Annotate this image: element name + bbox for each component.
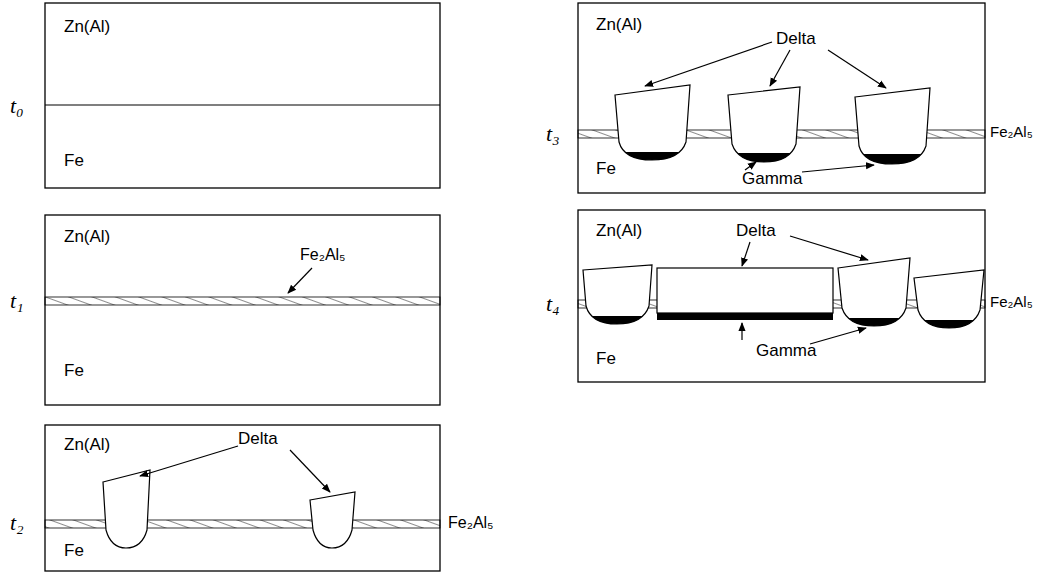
phase-label: Zn(Al) — [64, 18, 110, 37]
phase-label: Fe — [596, 160, 616, 179]
time-label: t₀ — [10, 94, 24, 118]
phase-label: Delta — [736, 222, 776, 241]
phase-label: Fe — [64, 362, 84, 381]
phase-label: Delta — [238, 430, 278, 449]
phase-label: Fe₂Al₅ — [448, 514, 494, 532]
phase-label: Fe₂Al₅ — [300, 246, 346, 264]
phase-label: Fe₂Al₅ — [990, 294, 1033, 311]
phase-label: Fe — [64, 542, 84, 561]
panel-frame — [45, 3, 985, 571]
phase-label: Fe₂Al₅ — [990, 124, 1033, 141]
time-label: t₁ — [10, 289, 24, 313]
phase-label: Gamma — [742, 170, 802, 189]
phase-label: Gamma — [756, 342, 816, 361]
time-label: t₄ — [546, 292, 560, 316]
phase-label: Fe — [64, 152, 84, 171]
interface-line — [45, 104, 440, 105]
delta-crystal — [600, 85, 940, 174]
phase-label: Zn(Al) — [64, 436, 110, 455]
time-label: t₂ — [10, 511, 24, 535]
delta-crystal — [580, 258, 990, 340]
phase-label: Fe — [596, 350, 616, 369]
phase-label: Delta — [776, 30, 816, 49]
phase-label: Zn(Al) — [596, 16, 642, 35]
time-label: t₃ — [546, 122, 560, 146]
phase-label: Zn(Al) — [64, 228, 110, 247]
fe2al5-band — [45, 130, 985, 528]
delta-crystal — [103, 470, 355, 548]
phase-label: Zn(Al) — [596, 222, 642, 241]
leader-arrow — [140, 42, 886, 492]
